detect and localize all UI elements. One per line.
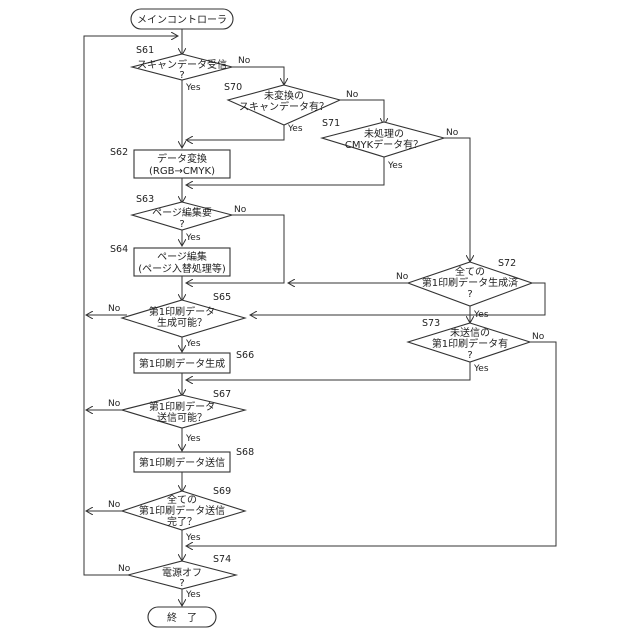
s69-text-2: 第1印刷データ送信 [139,504,225,517]
s61-id: S61 [136,45,154,56]
process-s64: ページ編集 (ページ入替処理等) S64 [110,244,230,276]
s62-text-2: (RGB→CMYK) [149,166,215,177]
s69-no-label: No [108,500,121,510]
s72-text-1: 全ての [455,265,485,278]
decision-s73: 未送信の 第1印刷データ有 ? S73 [408,318,530,362]
s69-text-1: 全ての [167,493,197,506]
s69-yes-label: Yes [185,533,201,543]
end-label: 終 了 [167,611,197,624]
s71-text-2: CMYKデータ有？ [345,138,423,151]
s67-text-1: 第1印刷データ [149,400,215,413]
s65-text-1: 第1印刷データ [149,305,215,318]
s74-text-2: ? [179,578,184,589]
s74-id: S74 [213,554,231,565]
s72-text-3: ? [467,289,472,300]
s65-yes-label: Yes [185,339,201,349]
s73-yes-label: Yes [473,364,489,374]
s71-yes-label: Yes [387,161,403,171]
s68-id: S68 [236,447,254,458]
s64-text-1: ページ編集 [157,250,207,263]
s70-yes-label: Yes [287,124,303,134]
s61-no-label: No [238,56,251,66]
s63-no-label: No [234,205,247,215]
s73-id: S73 [422,318,440,329]
s69-text-3: 完了？ [167,515,197,528]
s68-text-1: 第1印刷データ送信 [139,456,225,469]
process-s68: 第1印刷データ送信 S68 [134,447,254,472]
decision-s65: 第1印刷データ 生成可能？ S65 [122,292,245,337]
s72-no-label: No [396,272,409,282]
s63-id: S63 [136,194,154,205]
s67-text-2: 送信可能？ [157,411,207,424]
s66-text-1: 第1印刷データ生成 [139,357,225,370]
s62-text-1: データ変換 [157,152,207,165]
s67-yes-label: Yes [185,434,201,444]
s61-yes-label: Yes [185,83,201,93]
s65-no-label: No [108,304,121,314]
s63-text-2: ? [179,219,184,230]
s71-id: S71 [322,118,340,129]
process-s62: データ変換 (RGB→CMYK) S62 [110,147,230,178]
s66-id: S66 [236,350,254,361]
s73-text-1: 未送信の [450,326,490,339]
s72-yes-label: Yes [473,310,489,320]
s61-text-2: ? [179,70,184,81]
decision-s67: 第1印刷データ 送信可能？ S67 [122,389,245,428]
s73-text-3: ? [467,350,472,361]
decision-s71: 未処理の CMYKデータ有？ S71 [322,118,444,157]
s74-no-label: No [118,564,131,574]
s65-id: S65 [213,292,231,303]
s65-text-2: 生成可能？ [157,316,207,329]
s67-no-label: No [108,399,121,409]
s64-text-2: (ページ入替処理等) [138,262,226,275]
s72-text-2: 第1印刷データ生成済 [422,276,518,289]
s70-no-label: No [346,90,359,100]
s70-text-2: スキャンデータ有？ [239,100,329,113]
s70-text-1: 未変換の [264,89,304,102]
start-terminal: メインコントローラ [131,9,233,29]
start-label: メインコントローラ [137,14,227,26]
process-s66: 第1印刷データ生成 S66 [134,350,254,373]
s67-id: S67 [213,389,231,400]
s74-yes-label: Yes [185,590,201,600]
s64-id: S64 [110,244,128,255]
s72-id: S72 [498,258,516,269]
s69-id: S69 [213,486,231,497]
s62-id: S62 [110,147,128,158]
s63-yes-label: Yes [185,233,201,243]
s73-no-label: No [532,332,545,342]
s70-id: S70 [224,82,242,93]
decision-s72: 全ての 第1印刷データ生成済 ? S72 [408,258,532,306]
s73-text-2: 第1印刷データ有 [432,337,508,350]
s71-text-1: 未処理の [364,127,404,140]
end-terminal: 終 了 [148,607,216,627]
s71-no-label: No [446,128,459,138]
s63-text-1: ページ編集要 [152,206,212,219]
decision-s69: 全ての 第1印刷データ送信 完了？ S69 [122,486,245,530]
